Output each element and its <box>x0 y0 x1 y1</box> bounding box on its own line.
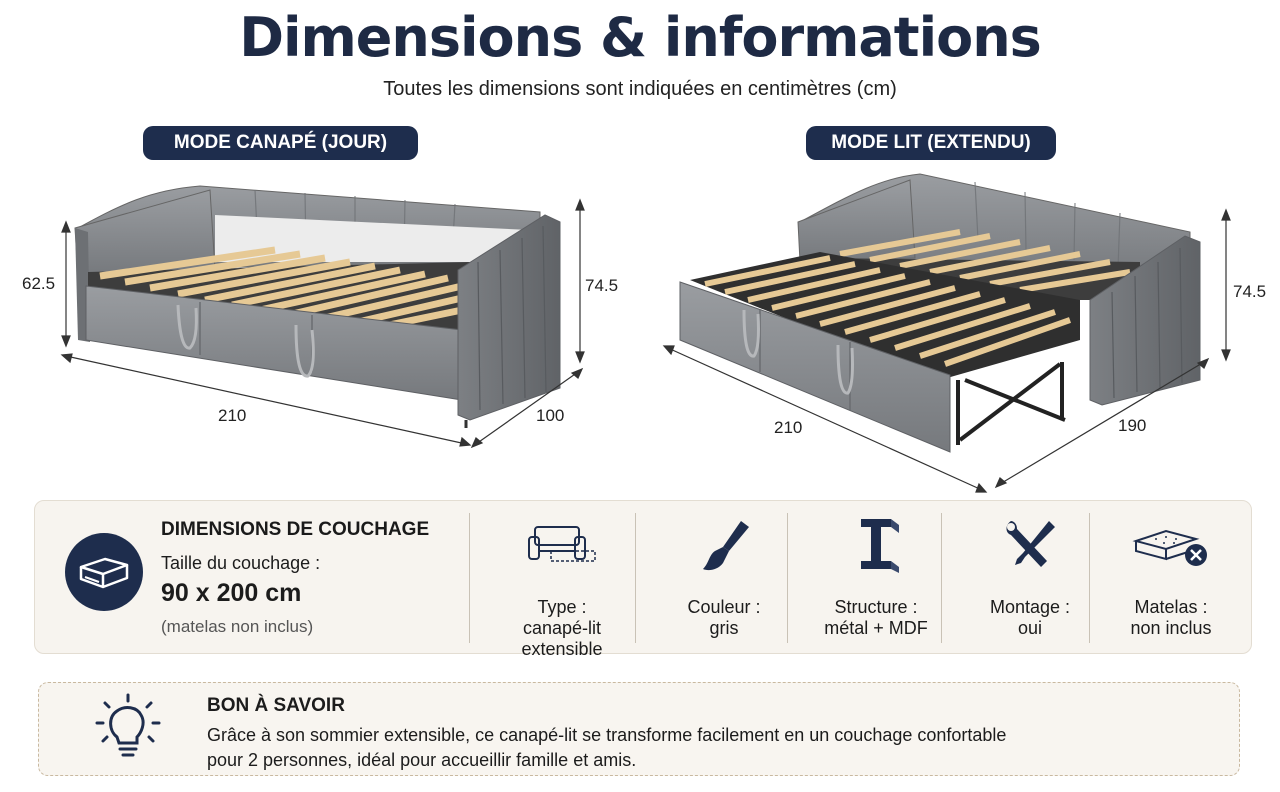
day-dimension-lines <box>60 198 585 449</box>
feature-structure-title: Structure : <box>834 597 918 617</box>
product-illustrations: 62.5 74.5 210 100 74.5 210 190 <box>0 160 1280 500</box>
feature-type-title: Type : <box>537 597 587 617</box>
day-height-right-label: 74.5 <box>585 276 619 295</box>
sleeping-label: Taille du couchage : <box>161 553 321 573</box>
page-subtitle: Toutes les dimensions sont indiquées en … <box>383 78 897 100</box>
feature-color-value: gris <box>709 618 739 638</box>
feature-structure-value: métal + MDF <box>824 618 928 638</box>
feature-color: Couleur : gris <box>649 515 799 645</box>
steel-beam-icon <box>861 519 899 573</box>
mattress-excluded-icon <box>1132 529 1207 566</box>
day-height-left-label: 62.5 <box>22 274 56 293</box>
feature-type-value-1: canapé-lit <box>522 618 602 638</box>
sofa-bed-icon <box>528 526 596 562</box>
tip-heading: BON À SAVOIR <box>207 695 345 716</box>
bed-height-label: 74.5 <box>1233 282 1267 301</box>
feature-mattress-value: non inclus <box>1130 618 1212 638</box>
page-title: Dimensions & informations <box>239 6 1042 69</box>
mode-day-badge: MODE CANAPÉ (JOUR) <box>143 126 418 160</box>
sleeping-note: (matelas non inclus) <box>161 617 314 636</box>
tip-text: Grâce à son sommier extensible, ce canap… <box>207 723 1207 773</box>
feature-structure: Structure : métal + MDF <box>801 515 951 645</box>
tip-panel: BON À SAVOIR Grâce à son sommier extensi… <box>38 682 1240 776</box>
divider <box>635 513 636 643</box>
info-panel: DIMENSIONS DE COUCHAGE Taille du couchag… <box>34 500 1252 659</box>
bed-depth-label: 190 <box>1118 416 1147 435</box>
mattress-icon <box>65 533 143 611</box>
tip-line-1: Grâce à son sommier extensible, ce canap… <box>207 725 1007 745</box>
feature-assembly-value: oui <box>1017 618 1043 638</box>
tools-icon <box>1006 521 1055 567</box>
sofa-bed-drawing <box>679 173 1201 453</box>
sleeping-heading: DIMENSIONS DE COUCHAGE <box>161 519 430 540</box>
divider <box>1089 513 1090 643</box>
paintbrush-icon <box>703 521 749 571</box>
daybed-drawings <box>60 173 1231 493</box>
day-depth-label: 100 <box>536 406 565 425</box>
divider <box>941 513 942 643</box>
sleeping-size: 90 x 200 cm <box>161 579 302 607</box>
mode-bed-badge: MODE LIT (EXTENDU) <box>806 126 1056 160</box>
feature-assembly: Montage : oui <box>955 515 1105 645</box>
tip-line-2: pour 2 personnes, idéal pour accueillir … <box>207 750 637 770</box>
feature-assembly-title: Montage : <box>989 597 1071 617</box>
sofa-day-drawing <box>74 185 561 428</box>
day-length-label: 210 <box>218 406 247 425</box>
sleeping-dimensions-block: DIMENSIONS DE COUCHAGE Taille du couchag… <box>65 519 485 639</box>
divider <box>469 513 470 643</box>
feature-mattress: Matelas : non inclus <box>1101 515 1241 645</box>
bed-dimension-lines <box>662 208 1231 493</box>
bed-length-label: 210 <box>774 418 803 437</box>
feature-type: Type : canapé-lit extensible <box>487 515 637 659</box>
lightbulb-icon <box>95 693 161 757</box>
feature-mattress-title: Matelas : <box>1134 597 1208 617</box>
feature-type-value-2: extensible <box>521 639 603 659</box>
divider <box>787 513 788 643</box>
feature-color-title: Couleur : <box>687 597 761 617</box>
